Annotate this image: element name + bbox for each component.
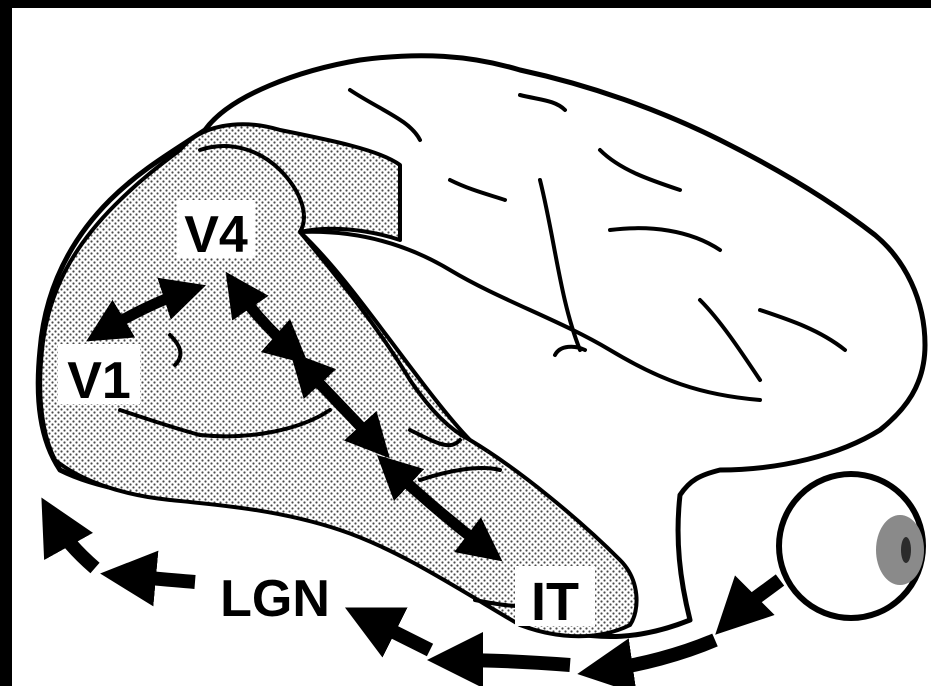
label-it: IT [515,566,595,632]
arrow-icon [455,660,570,665]
arrow-icon [128,576,195,582]
label-lgn: LGN [205,562,345,628]
it-label: IT [531,572,579,632]
label-v1: V1 [58,344,140,410]
v4-label: V4 [184,206,248,264]
v1-label: V1 [67,352,131,410]
eye-icon [779,474,924,618]
lgn-label: LGN [220,570,330,628]
label-v4: V4 [177,200,255,264]
